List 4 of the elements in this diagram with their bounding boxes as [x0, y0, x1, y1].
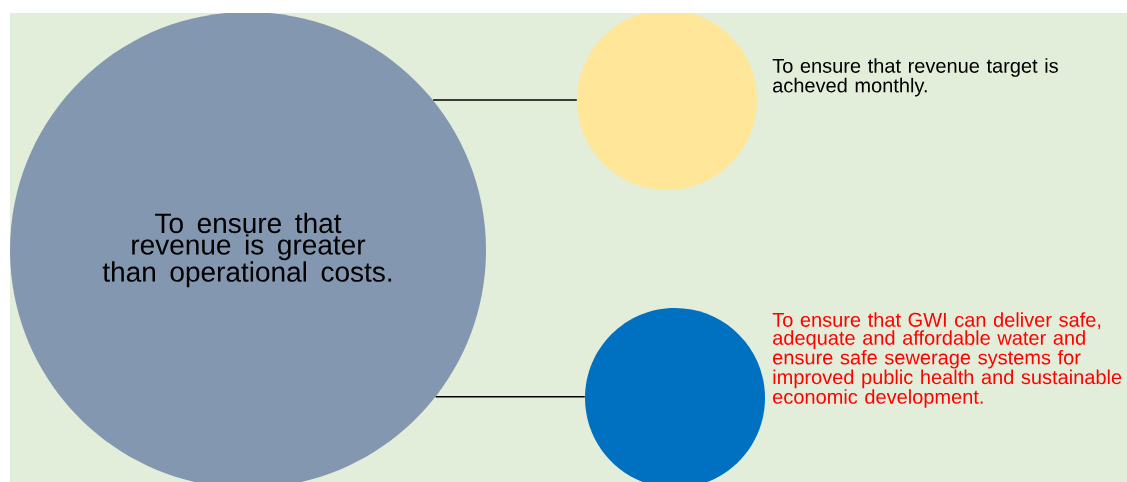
description-text: To ensure that revenue target is acheved monthly. — [772, 58, 1058, 97]
description-text: To ensure that GWI can deliver safe, adequate and affordable water and ensure safe sewerage systems for improved public health and sustainable economic development. — [772, 312, 1122, 408]
connector-line — [432, 99, 578, 101]
connector-line — [434, 395, 586, 398]
